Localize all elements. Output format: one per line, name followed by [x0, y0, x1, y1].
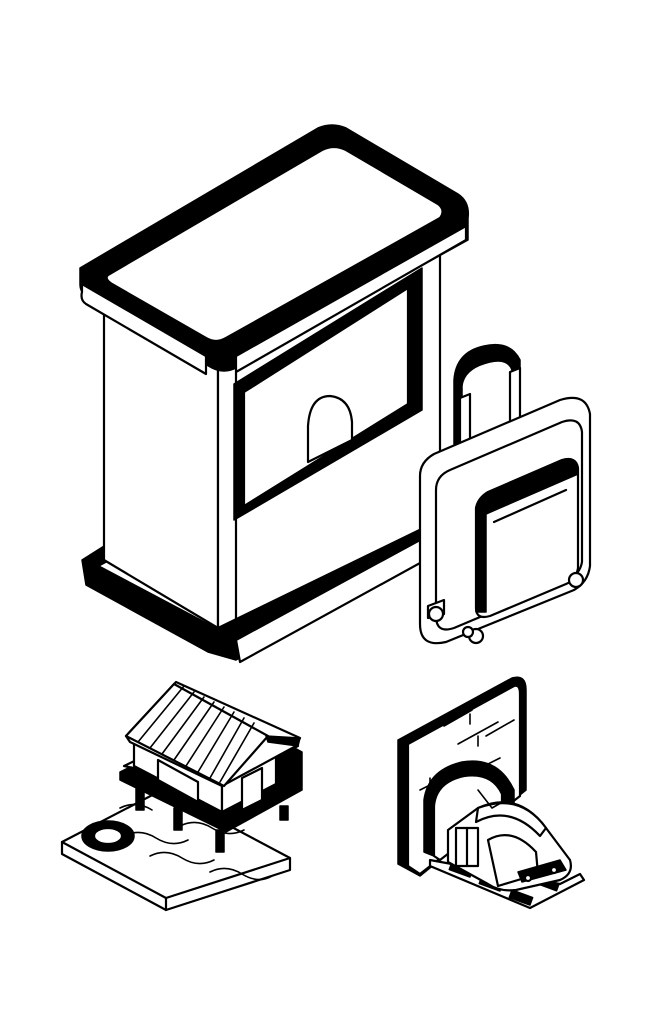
reception-desk-icon — [79, 124, 470, 664]
life-ring-icon — [81, 820, 135, 852]
train-tunnel-icon — [397, 676, 586, 910]
stilt-house-icon — [60, 680, 303, 912]
rolling-suitcase-icon — [418, 343, 592, 645]
